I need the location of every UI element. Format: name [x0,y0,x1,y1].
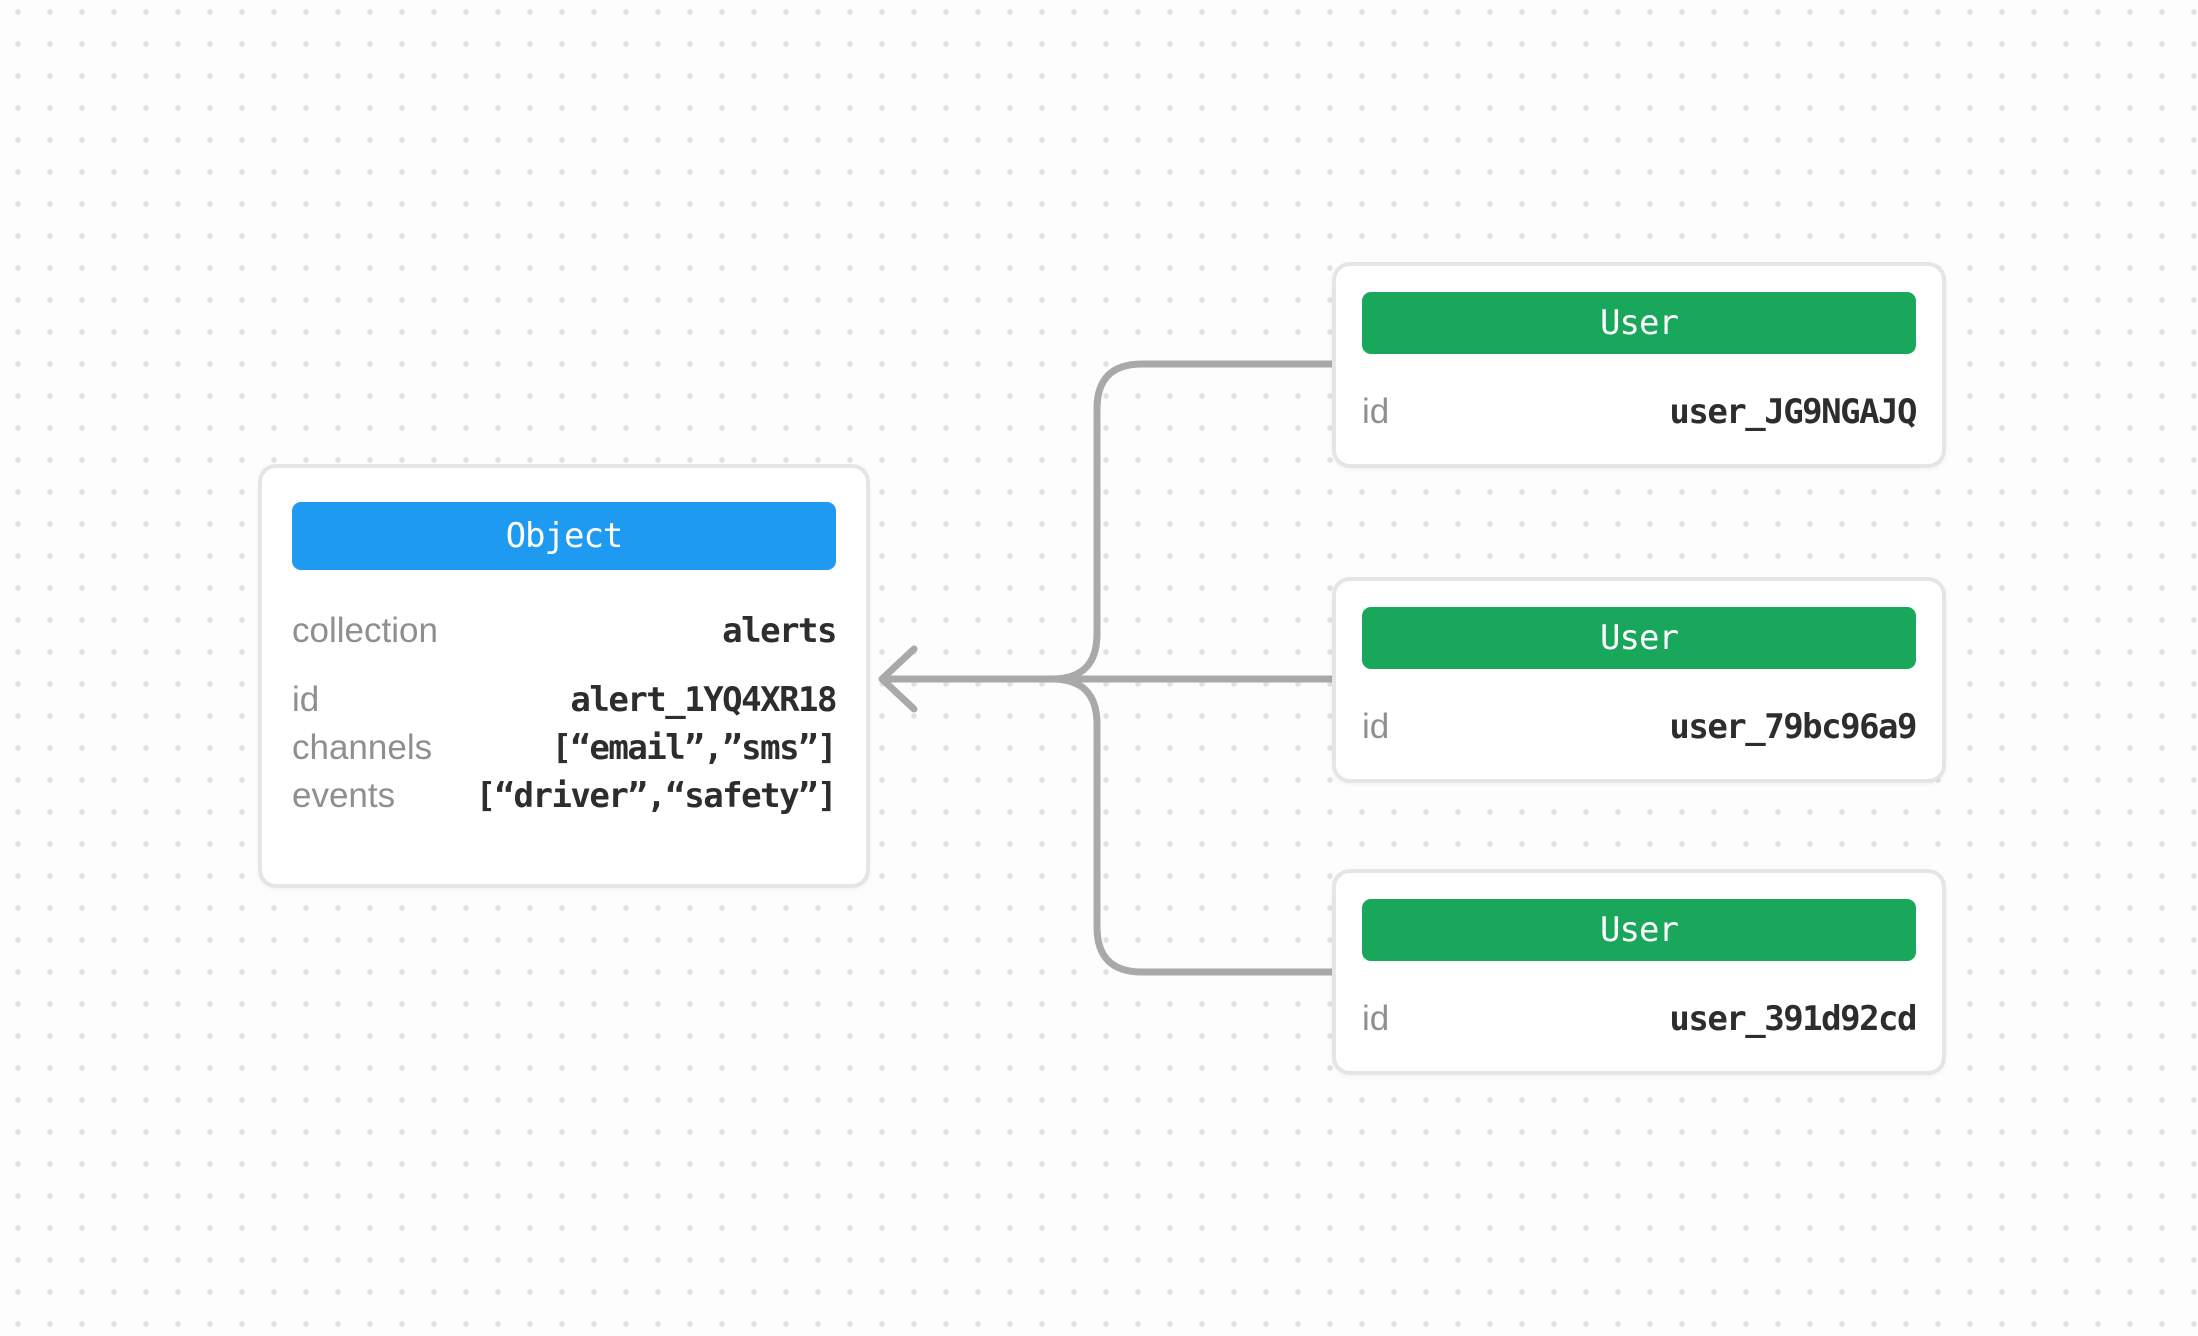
edge-user3-to-object [1048,675,1338,976]
user-node-header: User [1362,899,1916,961]
user-node-header: User [1362,607,1916,669]
row-label: channels [292,728,433,767]
row-value: alerts [722,611,837,651]
row-value: user_79bc96a9 [1669,707,1917,747]
row-label: events [292,776,396,815]
user-node-1: User id user_JG9NGAJQ [1332,262,1946,468]
user-node-title: User [1600,618,1679,658]
row-value: alert_1YQ4XR18 [570,680,837,720]
object-node-title: Object [505,516,624,556]
object-row-collection: collection alerts [292,607,837,655]
object-row-channels: channels [“email”,”sms”] [292,724,837,772]
row-value: [“email”,”sms”] [551,728,837,768]
user-row-id: id user_JG9NGAJQ [1362,388,1917,436]
row-label: id [1362,707,1390,746]
user-node-header: User [1362,292,1916,354]
user-row-id: id user_79bc96a9 [1362,703,1917,751]
edge-user1-to-object [1048,360,1338,683]
row-value: [“driver”,“safety”] [475,776,838,816]
row-label: id [1362,999,1390,1038]
row-value: user_JG9NGAJQ [1669,392,1917,432]
user-row-id: id user_391d92cd [1362,995,1917,1043]
user-node-title: User [1600,303,1679,343]
row-value: user_391d92cd [1669,999,1917,1039]
object-node-header: Object [292,502,836,570]
user-node-3: User id user_391d92cd [1332,869,1946,1075]
user-node-2: User id user_79bc96a9 [1332,577,1946,783]
object-node: Object collection alerts id alert_1YQ4XR… [258,464,870,888]
arrowhead-icon [878,645,918,713]
row-label: collection [292,611,438,650]
row-label: id [292,680,320,719]
object-row-events: events [“driver”,“safety”] [292,772,838,820]
object-row-id: id alert_1YQ4XR18 [292,676,837,724]
row-label: id [1362,392,1390,431]
user-node-title: User [1600,910,1679,950]
